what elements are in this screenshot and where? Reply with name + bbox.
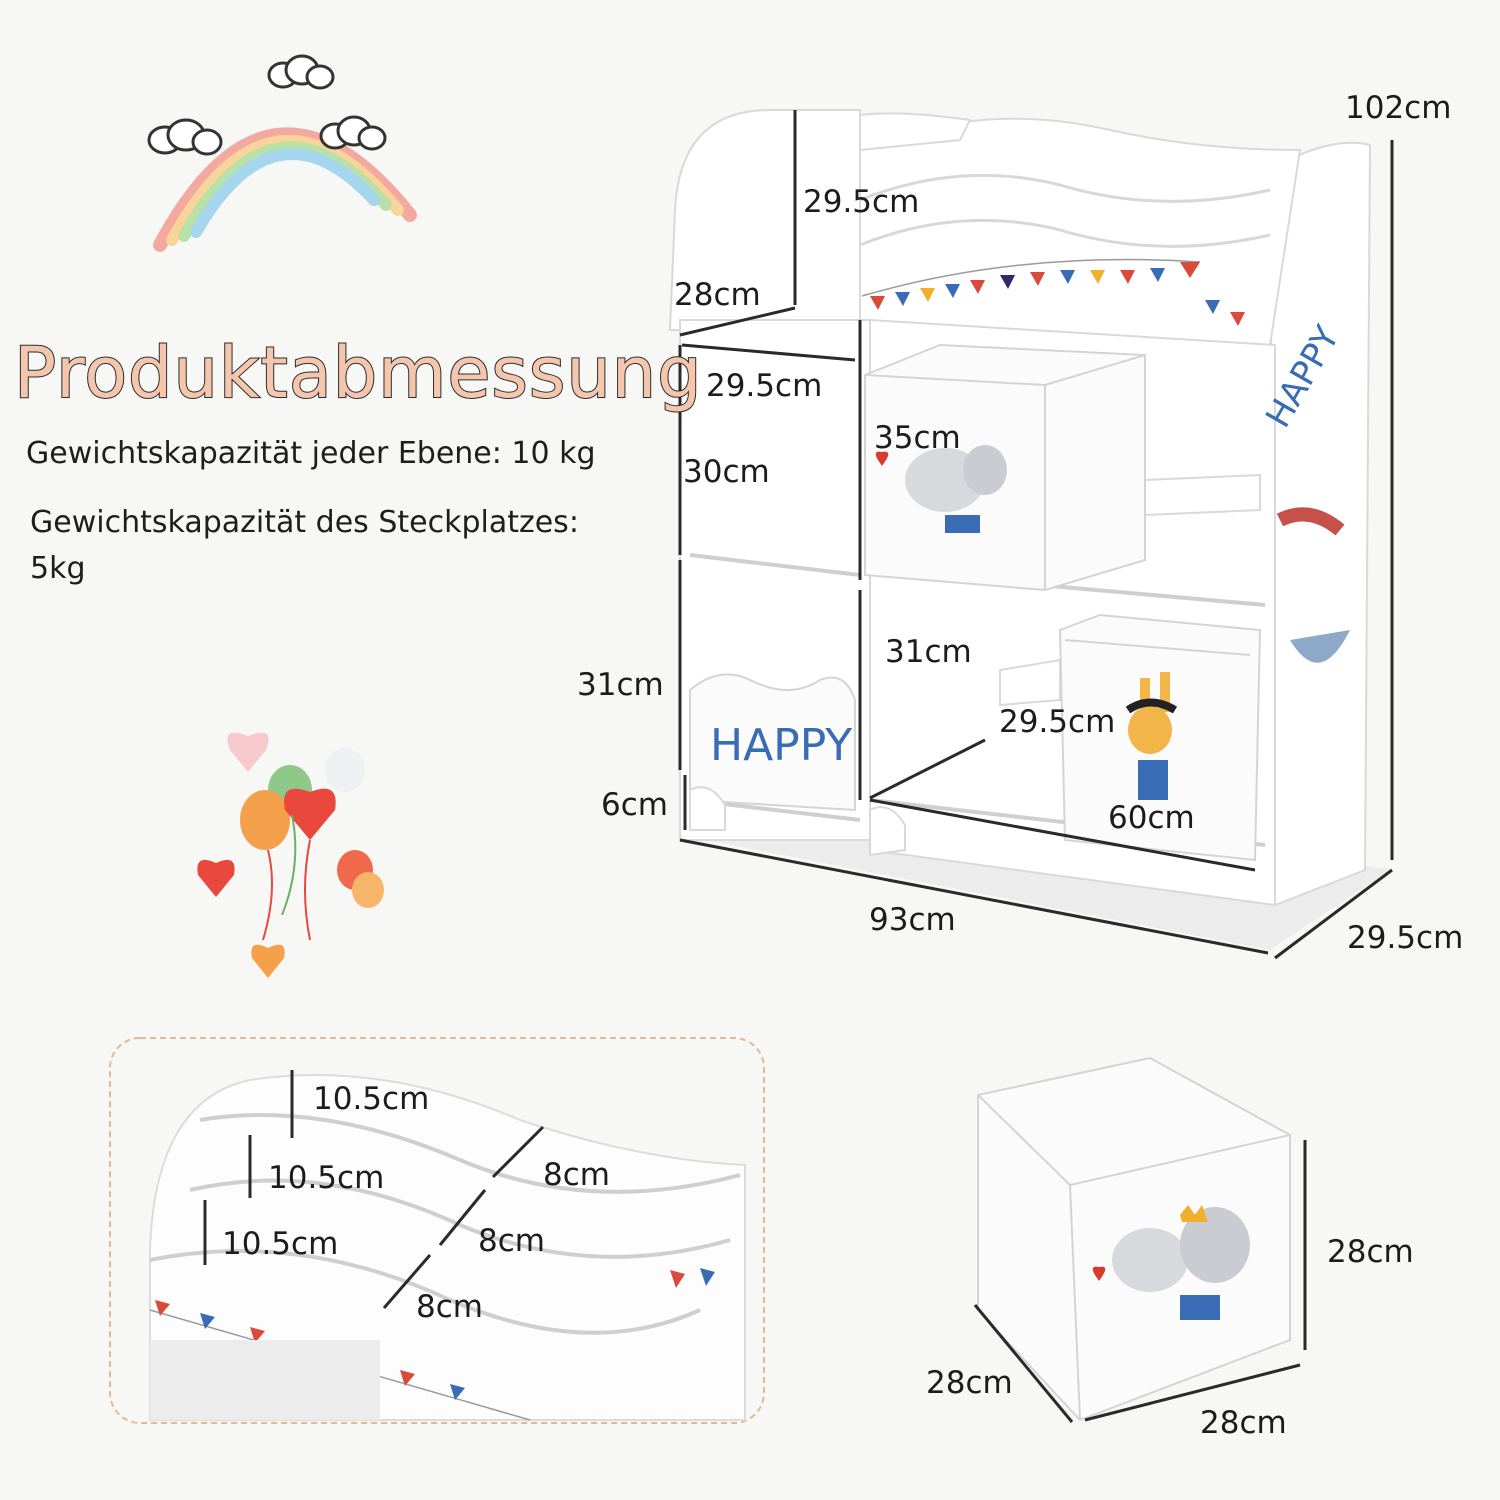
dim-inner-width: 60cm [1108,800,1195,836]
balloons-icon [197,732,384,978]
storage-bin-happy: HAPPY [689,673,856,812]
dim-lower-depth: 29.5cm [999,704,1115,740]
slot-capacity-line2: 5kg [30,551,86,586]
dim-bin-height: 35cm [874,420,961,456]
bunting-decoration [870,262,1245,326]
dim-rack-depth-1: 8cm [543,1157,610,1193]
dim-rack-depth-3: 8cm [416,1289,483,1325]
rack-detail-illustration [149,1070,746,1421]
cube-box-illustration [973,1056,1307,1423]
dim-cube-upper-height: 30cm [683,454,770,490]
dim-total-depth: 29.5cm [1347,920,1463,956]
dim-cube-lower-height-right: 31cm [885,634,972,670]
dim-height-total: 102cm [1345,90,1451,126]
page-title: Produktabmessung [13,331,703,415]
dim-rack-gap-3: 10.5cm [222,1226,338,1262]
dim-rack-depth-2: 8cm [478,1223,545,1259]
slot-capacity-line1: Gewichtskapazität des Steckplatzes: [30,505,579,540]
dim-cube-lower-height: 31cm [577,667,664,703]
rack-detail-frame [109,1037,765,1424]
dim-rack-gap-1: 10.5cm [313,1081,429,1117]
storage-bin-lower [1058,613,1262,862]
dim-top-section-height: 29.5cm [803,184,919,220]
dim-top-section-depth: 28cm [674,277,761,313]
rainbow-icon [147,54,417,252]
dim-cube-width: 29.5cm [706,368,822,404]
dim-box-depth: 28cm [926,1365,1013,1401]
dim-foot-height: 6cm [601,787,668,823]
dim-box-width: 28cm [1200,1405,1287,1441]
slot-capacity-text: Gewichtskapazität des Steckplatzes: 5kg [30,500,680,592]
dimension-lines [678,110,1394,960]
dim-box-height: 28cm [1327,1234,1414,1270]
dimension-labels: 102cm 29.5cm 28cm 29.5cm 35cm 30cm 31cm … [222,90,1463,1441]
dim-total-width: 93cm [869,902,956,938]
box-happy-print: HAPPY [710,720,852,771]
dim-rack-gap-2: 10.5cm [268,1160,384,1196]
storage-bin-upper [864,343,1146,592]
level-capacity-text: Gewichtskapazität jeder Ebene: 10 kg [26,436,596,471]
